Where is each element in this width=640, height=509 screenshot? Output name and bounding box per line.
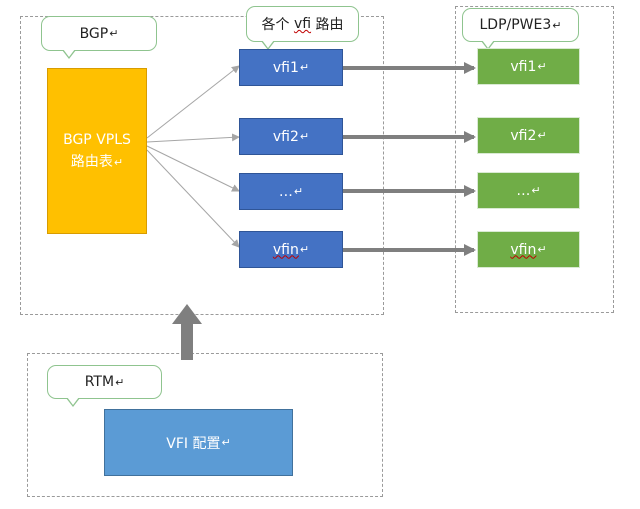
vfi-box-1: vfi1↵	[239, 49, 343, 86]
vfi-box-label: …	[278, 183, 293, 200]
bgp-callout: BGP↵	[41, 16, 157, 59]
return-mark: ↵	[113, 155, 124, 169]
vfi-callout-underlined: vfi	[293, 16, 312, 32]
vfi-box-n: vfin↵	[239, 231, 343, 268]
connector-to-vfi2	[146, 133, 240, 143]
vfi-box-ellipsis: …↵	[239, 173, 343, 210]
pw-box-2: vfi2↵	[477, 117, 580, 154]
rtm-up-arrow	[172, 304, 202, 360]
vfi-box-label: vfi1	[272, 59, 299, 76]
vfi-callout-prefix: 各个	[261, 17, 294, 33]
pw-box-ellipsis: …↵	[477, 172, 580, 209]
bgp-table-line-2: 路由表	[70, 153, 113, 170]
return-mark: ↵	[537, 243, 547, 256]
vfi-box-2: vfi2↵	[239, 118, 343, 155]
pw-box-1: vfi1↵	[477, 48, 580, 85]
vfi-callout-suffix: 路由	[311, 17, 344, 33]
bgp-group-frame	[20, 16, 384, 315]
rtm-callout-label: RTM	[84, 374, 115, 390]
fan-out-connectors	[146, 65, 240, 248]
return-mark: ↵	[299, 130, 310, 143]
return-mark: ↵	[299, 243, 310, 256]
ldp-callout-label: LDP/PWE3	[479, 17, 552, 33]
return-mark: ↵	[221, 436, 231, 449]
ldp-pwe3-callout: LDP/PWE3↵	[462, 8, 579, 50]
return-mark: ↵	[293, 185, 304, 198]
return-mark: ↵	[552, 18, 562, 32]
vfi-box-label: vfin	[272, 241, 299, 258]
pw-arrows	[343, 62, 476, 256]
ldp-group-frame	[455, 6, 614, 313]
return-mark: ↵	[537, 129, 547, 142]
return-mark: ↵	[531, 184, 541, 197]
pw-box-label: vfi1	[510, 58, 537, 75]
pw-box-n: vfin↵	[477, 231, 580, 268]
return-mark: ↵	[537, 60, 547, 73]
vfi-box-label: vfi2	[272, 128, 299, 145]
vfi-config-box: VFI 配置↵	[104, 409, 293, 476]
return-mark: ↵	[115, 375, 125, 389]
rtm-group-frame	[27, 353, 383, 497]
pw-box-label: …	[516, 182, 531, 199]
pw-box-label: vfin	[510, 241, 537, 258]
connector-to-vfi1	[146, 65, 240, 139]
bgp-vpls-routing-table: BGP VPLS 路由表↵	[47, 68, 147, 234]
bgp-table-line-1: BGP VPLS	[63, 131, 131, 148]
connector-to-vfi-ellipsis	[146, 145, 240, 192]
bgp-callout-label: BGP	[79, 25, 109, 42]
return-mark: ↵	[109, 27, 119, 40]
rtm-callout: RTM↵	[47, 365, 162, 407]
vfi-config-label: VFI 配置	[166, 435, 221, 452]
vfi-routes-callout: 各个 vfi 路由	[246, 6, 359, 50]
connector-to-vfin	[146, 149, 240, 248]
return-mark: ↵	[299, 61, 310, 74]
pw-box-label: vfi2	[510, 127, 537, 144]
